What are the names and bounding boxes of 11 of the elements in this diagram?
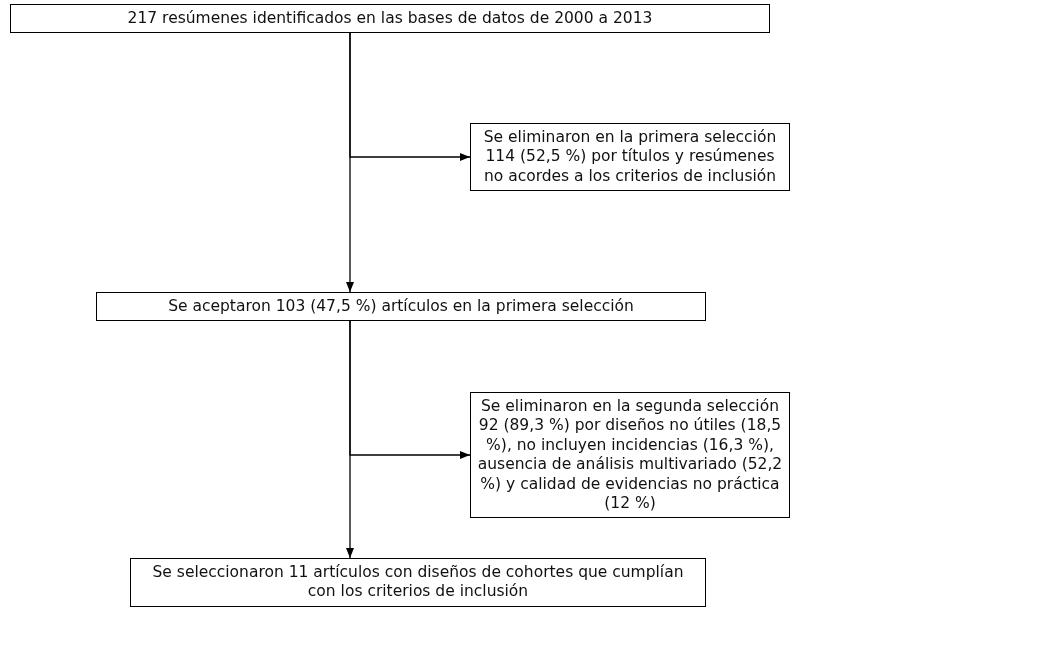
process-box (10, 4, 770, 34)
process-box (470, 123, 790, 192)
arrow (349, 32, 471, 162)
box-text: Se seleccionaron 11 artículos con diseños de cohortes que cumplían con los criterios de inclusión (151, 563, 685, 602)
arrow (349, 320, 471, 460)
process-box (96, 292, 706, 322)
box-text: 217 resúmenes identificados en las bases de datos de 2000 a 2013 (126, 9, 654, 29)
box-text: Se eliminaron en la segunda selección 92 (89,3 %) por diseños no útiles (18,5 %), no incluyen incidencias (16,3 %), ausencia de análisis multivariado (52,2 %) y calidad de evidencias no práctica (12 %) (477, 397, 783, 514)
box-text: Se aceptaron 103 (47,5 %) artículos en la primera selección (167, 297, 635, 317)
process-box (130, 558, 706, 607)
box-text: Se eliminaron en la primera selección 114 (52,5 %) por títulos y resúmenes no acordes a los criterios de inclusión (482, 128, 778, 187)
